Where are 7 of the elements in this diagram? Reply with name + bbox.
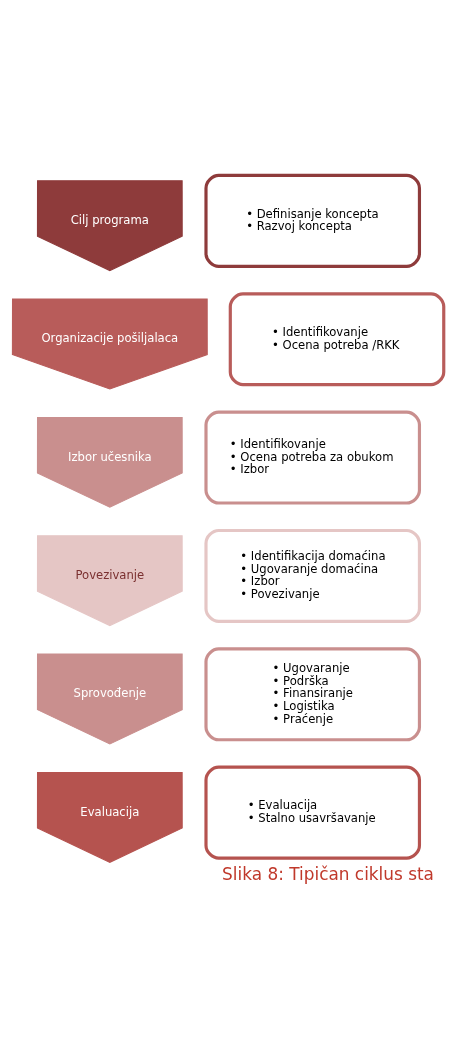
caption: Slika 8: Tipičan ciklus sta — [222, 864, 434, 885]
node-box: • Evaluacija • Stalno usavršavanje — [204, 765, 422, 860]
node-box: • Definisanje koncepta • Razvoj koncepta — [204, 173, 422, 268]
node-box: • Identifikovanje • Ocena potreba /RKK — [228, 292, 446, 387]
node-box: • Identifikovanje • Ocena potreba za obukom • Izbor — [204, 410, 422, 505]
node-box: • Ugovaranje • Podrška • Finansiranje • Logistika • Praćenje — [204, 647, 422, 742]
node-box: • Identifikacija domaćina • Ugovaranje domaćina • Izbor • Povezivanje — [204, 528, 422, 623]
